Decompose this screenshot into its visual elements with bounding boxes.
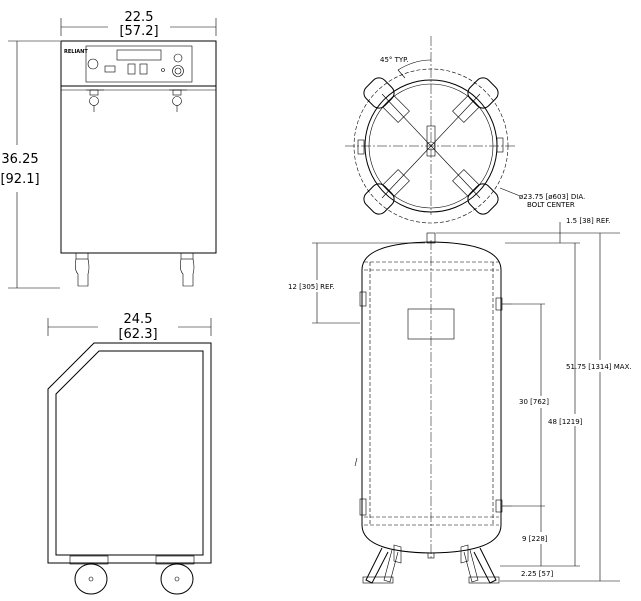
port-span-dim: 30 [762] [519, 398, 549, 406]
tank-foot-ne [452, 77, 499, 123]
tank-leg-left [362, 544, 402, 584]
tank-leg-right [460, 544, 500, 584]
bolt-circle-dia: ø23.75 [ø603] DIA. [519, 193, 585, 201]
front-width-in: 22.5 [125, 10, 154, 25]
brand-label: RELIANT [64, 49, 88, 55]
tank-foot-nw [363, 77, 410, 123]
lower-port-dim: 9 [228] [522, 535, 548, 543]
max-height-dim: 51.75 [1314] MAX. [566, 363, 632, 371]
tank-foot-se [452, 169, 499, 215]
top-caster-left [69, 555, 109, 595]
front-caster-left [75, 252, 90, 287]
bolt-circle-note: BOLT CENTER [527, 201, 575, 209]
head-ref-dim: 12 [305] REF. [288, 283, 335, 291]
front-width-cm: [57.2] [119, 24, 158, 39]
right-fitting [169, 89, 187, 112]
tank-elevation: 12 [305] REF. 1.5 [38] REF. 30 [762] 48 … [288, 217, 632, 584]
front-height-in: 36.25 [1, 152, 38, 167]
top-depth-in: 24.5 [124, 312, 153, 327]
left-fitting [86, 89, 104, 112]
tank-top-view: 45° TYP. ø23.75 [ø603] DIA. BOLT CENTER [345, 36, 585, 224]
front-caster-right [180, 252, 195, 287]
top-caster-right [155, 555, 195, 595]
front-view: 22.5 [57.2] 36.25 [92.1] RELIANT [0, 10, 217, 289]
foot-height-dim: 2.25 [57] [521, 570, 553, 578]
top-depth-cm: [62.3] [118, 327, 157, 342]
tank-foot-sw [363, 169, 410, 215]
angle-label: 45° TYP. [380, 56, 409, 64]
top-ref-dim: 1.5 [38] REF. [566, 217, 610, 225]
overall-span-dim: 48 [1219] [548, 418, 583, 426]
top-view: 24.5 [62.3] [47, 312, 212, 595]
front-height-cm: [92.1] [0, 172, 39, 187]
